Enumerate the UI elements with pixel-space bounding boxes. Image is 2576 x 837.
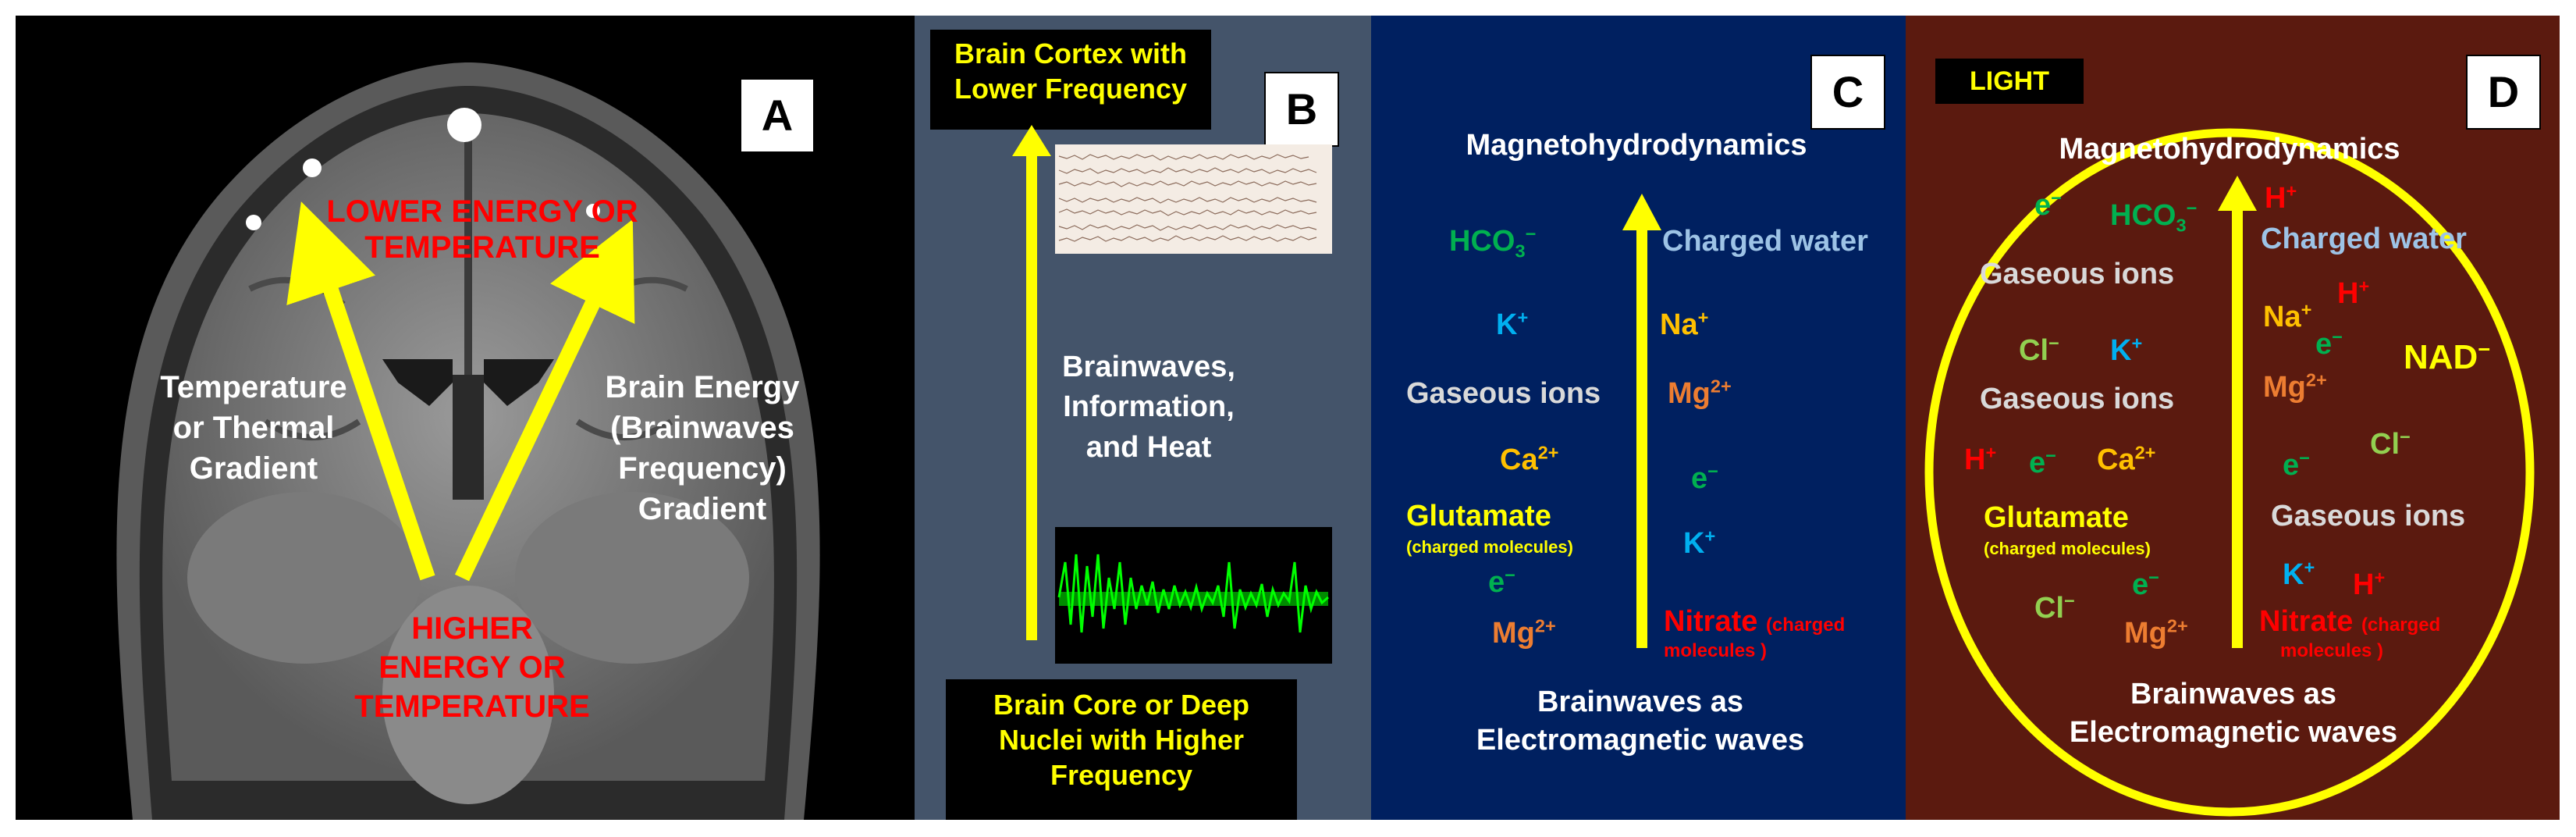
k-ion-d2: K+ (2283, 557, 2315, 591)
electron-d3: e− (2029, 445, 2056, 479)
nitrate-note-d: molecules ) (2280, 640, 2384, 661)
nad-ion: NAD− (2404, 337, 2491, 376)
electron-1: e− (1691, 461, 1718, 495)
k-ion-1: K+ (1496, 307, 1529, 341)
na-ion-d: Na+ (2263, 299, 2312, 333)
arrow-right-gradient (454, 219, 635, 582)
panel-c-graphics (1622, 194, 1661, 648)
ca-ion: Ca2+ (1500, 442, 1559, 476)
panel-letter-c: C (1810, 55, 1885, 130)
mg-ion-d2: Mg2+ (2124, 615, 2188, 650)
electron-d2: e− (2315, 326, 2343, 361)
panel-d: LIGHT D Magnetohydrodynamics e− HCO3− H+… (1906, 16, 2560, 820)
cl-ion-d1: Cl− (2019, 333, 2059, 367)
gaseous-ions-label: Gaseous ions (1406, 377, 1601, 410)
glutamate-note: (charged molecules) (1406, 537, 1573, 557)
glutamate-label: Glutamate (1406, 500, 1551, 532)
nitrate-d: Nitrate (charged (2259, 605, 2441, 638)
panel-letter-b: B (1264, 72, 1339, 147)
electron-d5: e− (2132, 567, 2159, 601)
h-ion-d3: H+ (1964, 442, 1997, 476)
h-ion-d1: H+ (2265, 180, 2297, 215)
panel-d-graphics (1924, 128, 2535, 817)
brainwaves-info-heat-label: Brainwaves,Information,and Heat (1062, 351, 1235, 464)
h-ion-d2: H+ (2337, 276, 2370, 310)
arrow-left-gradient (286, 201, 435, 581)
electron-d1: e− (2034, 187, 2062, 222)
ca-ion-d: Ca2+ (2097, 442, 2156, 476)
charged-water-d: Charged water (2261, 223, 2467, 255)
hco3-ion: HCO3− (1449, 223, 1537, 262)
na-ion: Na+ (1660, 307, 1709, 341)
h-ion-d4: H+ (2353, 567, 2386, 601)
cl-ion-d2: Cl− (2370, 426, 2411, 461)
panel-letter-d: D (2466, 55, 2541, 130)
mhd-title-d: Magnetohydrodynamics (2059, 133, 2400, 166)
gaseous-ions-d2: Gaseous ions (1980, 383, 2175, 415)
nitrate-note: molecules ) (1664, 640, 1768, 661)
electron-2: e− (1488, 565, 1515, 599)
glutamate-note-d: (charged molecules) (1984, 539, 2151, 558)
mg-ion-1: Mg2+ (1668, 376, 1732, 410)
gaseous-ions-d1: Gaseous ions (1980, 258, 2175, 290)
eeg-trace-image (1055, 144, 1332, 254)
gaseous-ions-d3: Gaseous ions (2271, 500, 2466, 532)
mhd-title: Magnetohydrodynamics (1466, 129, 1807, 162)
light-ellipse (1924, 128, 2535, 817)
mg-ion-2: Mg2+ (1492, 615, 1556, 650)
glutamate-d: Glutamate (1984, 501, 2129, 534)
panel-letter-a: A (740, 78, 815, 153)
panel-c: C Magnetohydrodynamics HCO3− Charged wat… (1371, 16, 1906, 820)
cl-ion-d3: Cl− (2034, 590, 2075, 625)
charged-water-label: Charged water (1662, 225, 1868, 258)
k-ion-2: K+ (1683, 525, 1716, 560)
panel-b-graphics (1012, 125, 1332, 664)
light-label: LIGHT (1935, 59, 2084, 104)
k-ion-d1: K+ (2110, 333, 2143, 367)
nitrate-label: Nitrate (charged (1664, 605, 1846, 638)
hco3-ion-d: HCO3− (2110, 198, 2198, 236)
mg-ion-d1: Mg2+ (2263, 369, 2327, 404)
electron-d4: e− (2283, 447, 2310, 482)
mri-brain-image (116, 62, 820, 820)
